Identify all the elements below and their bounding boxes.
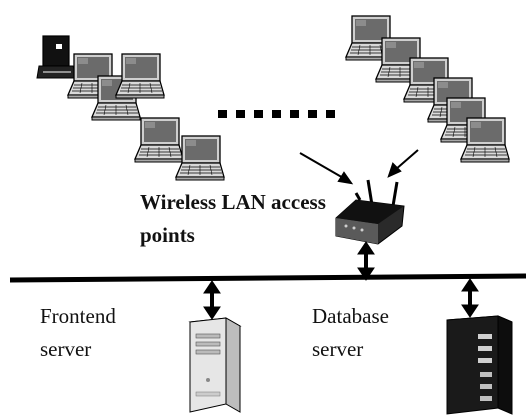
wireless-arrows bbox=[299, 149, 419, 185]
access-point-label: Wireless LAN access points bbox=[140, 186, 326, 252]
tower-server-icon bbox=[188, 317, 242, 413]
wireless-access-point-icon bbox=[335, 179, 405, 245]
laptop-cluster-right bbox=[345, 15, 510, 163]
frontend-server-label-line2: server bbox=[40, 337, 92, 361]
network-backbone bbox=[9, 273, 526, 283]
frontend-server-label-line1: Frontend bbox=[40, 304, 116, 328]
frontend-link-arrow bbox=[203, 280, 221, 320]
tower-server-icon bbox=[446, 315, 513, 415]
database-server-label-line1: Database bbox=[312, 304, 389, 328]
database-server-label: Database server bbox=[312, 300, 389, 366]
ellipsis-dots bbox=[218, 110, 335, 118]
database-link-arrow bbox=[461, 278, 479, 318]
laptop-icon bbox=[115, 53, 165, 99]
access-point-label-line1: Wireless LAN access bbox=[140, 190, 326, 214]
laptop-icon bbox=[460, 117, 510, 163]
laptop-icon bbox=[175, 135, 225, 181]
laptop-cluster-left bbox=[36, 35, 225, 181]
laptop-icon bbox=[36, 35, 78, 79]
ap-link-arrow bbox=[357, 241, 375, 281]
laptop-icon bbox=[134, 117, 184, 163]
frontend-server-label: Frontend server bbox=[40, 300, 116, 366]
database-server-label-line2: server bbox=[312, 337, 364, 361]
access-point-label-line2: points bbox=[140, 223, 195, 247]
